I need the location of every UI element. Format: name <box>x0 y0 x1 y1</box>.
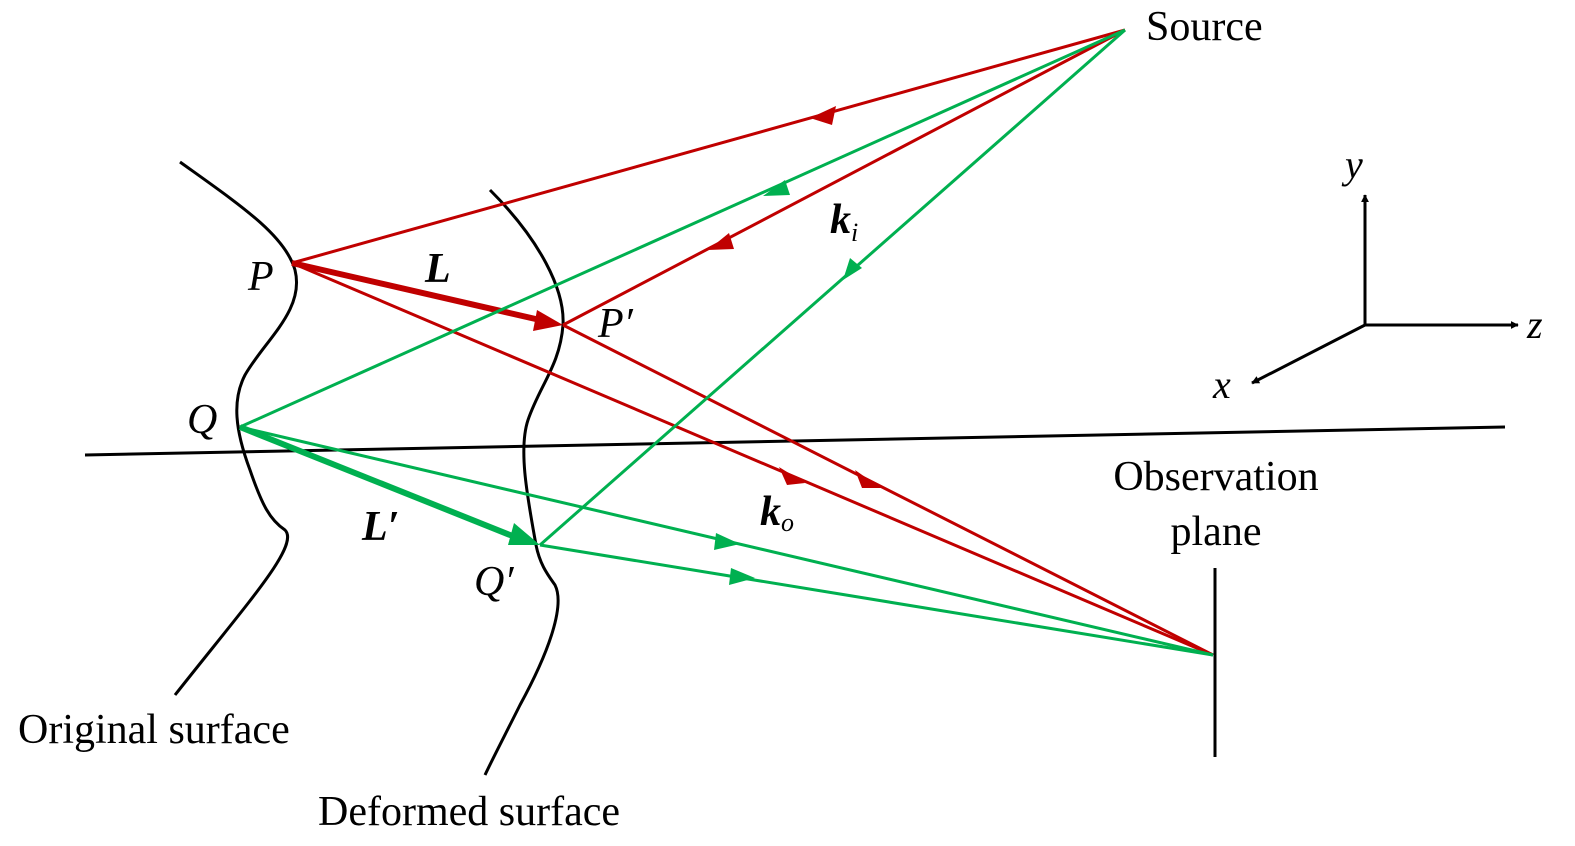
source-label: Source <box>1146 4 1263 50</box>
arrow-source-to-p-prime <box>708 233 734 250</box>
vector-l-prime <box>238 424 517 540</box>
ray-source-to-p-prime <box>562 28 1126 327</box>
point-p-prime-label: P′ <box>597 301 634 347</box>
k-i-main: k <box>830 197 851 243</box>
point-p-label: P <box>247 254 274 300</box>
original-surface-curve <box>173 160 298 696</box>
coordinate-axes: y z x <box>1212 142 1543 407</box>
ray-p-to-observation <box>291 261 1214 657</box>
k-i-subscript: i <box>851 218 858 247</box>
ray-p-prime-to-observation <box>562 323 1214 657</box>
arrow-q-to-observation <box>714 533 740 550</box>
arrow-p-to-observation <box>779 467 805 485</box>
ray-source-to-q <box>239 28 1126 429</box>
vector-l-prime-arrowhead <box>508 523 540 545</box>
arrow-q-prime-to-observation <box>729 568 755 585</box>
vector-l-prime-label: L′ <box>361 504 399 550</box>
reference-line <box>84 425 1506 457</box>
arrow-source-to-p <box>810 106 836 125</box>
axis-label-x: x <box>1212 362 1231 407</box>
vector-l-label: L <box>424 246 451 292</box>
point-q-prime-label: Q′ <box>474 559 514 605</box>
k-i-label: ki <box>830 197 858 247</box>
deformed-surface-curve <box>483 188 565 776</box>
k-o-main: k <box>760 489 781 535</box>
axis-label-y: y <box>1341 142 1363 187</box>
original-surface-label: Original surface <box>18 707 290 753</box>
arrow-source-to-q-prime <box>843 258 862 280</box>
axis-label-z: z <box>1526 302 1543 347</box>
arrow-source-to-q <box>763 180 790 196</box>
ray-source-to-q-prime <box>539 28 1126 547</box>
rays-p <box>291 28 1214 657</box>
point-q-label: Q <box>187 397 217 443</box>
rays-q <box>238 28 1214 657</box>
vector-l <box>291 260 541 323</box>
k-o-subscript: o <box>781 508 794 537</box>
ray-q-prime-to-observation <box>539 543 1214 657</box>
vector-l-arrowhead <box>533 310 563 331</box>
arrow-p-prime-to-observation <box>855 470 881 488</box>
x-axis <box>1251 323 1366 385</box>
observation-plane-label-line1: Observation <box>1113 454 1318 500</box>
observation-plane-label-line2: plane <box>1171 509 1262 555</box>
k-o-label: ko <box>760 489 794 537</box>
deformed-surface-label: Deformed surface <box>318 789 620 835</box>
ray-source-to-p <box>291 28 1126 265</box>
